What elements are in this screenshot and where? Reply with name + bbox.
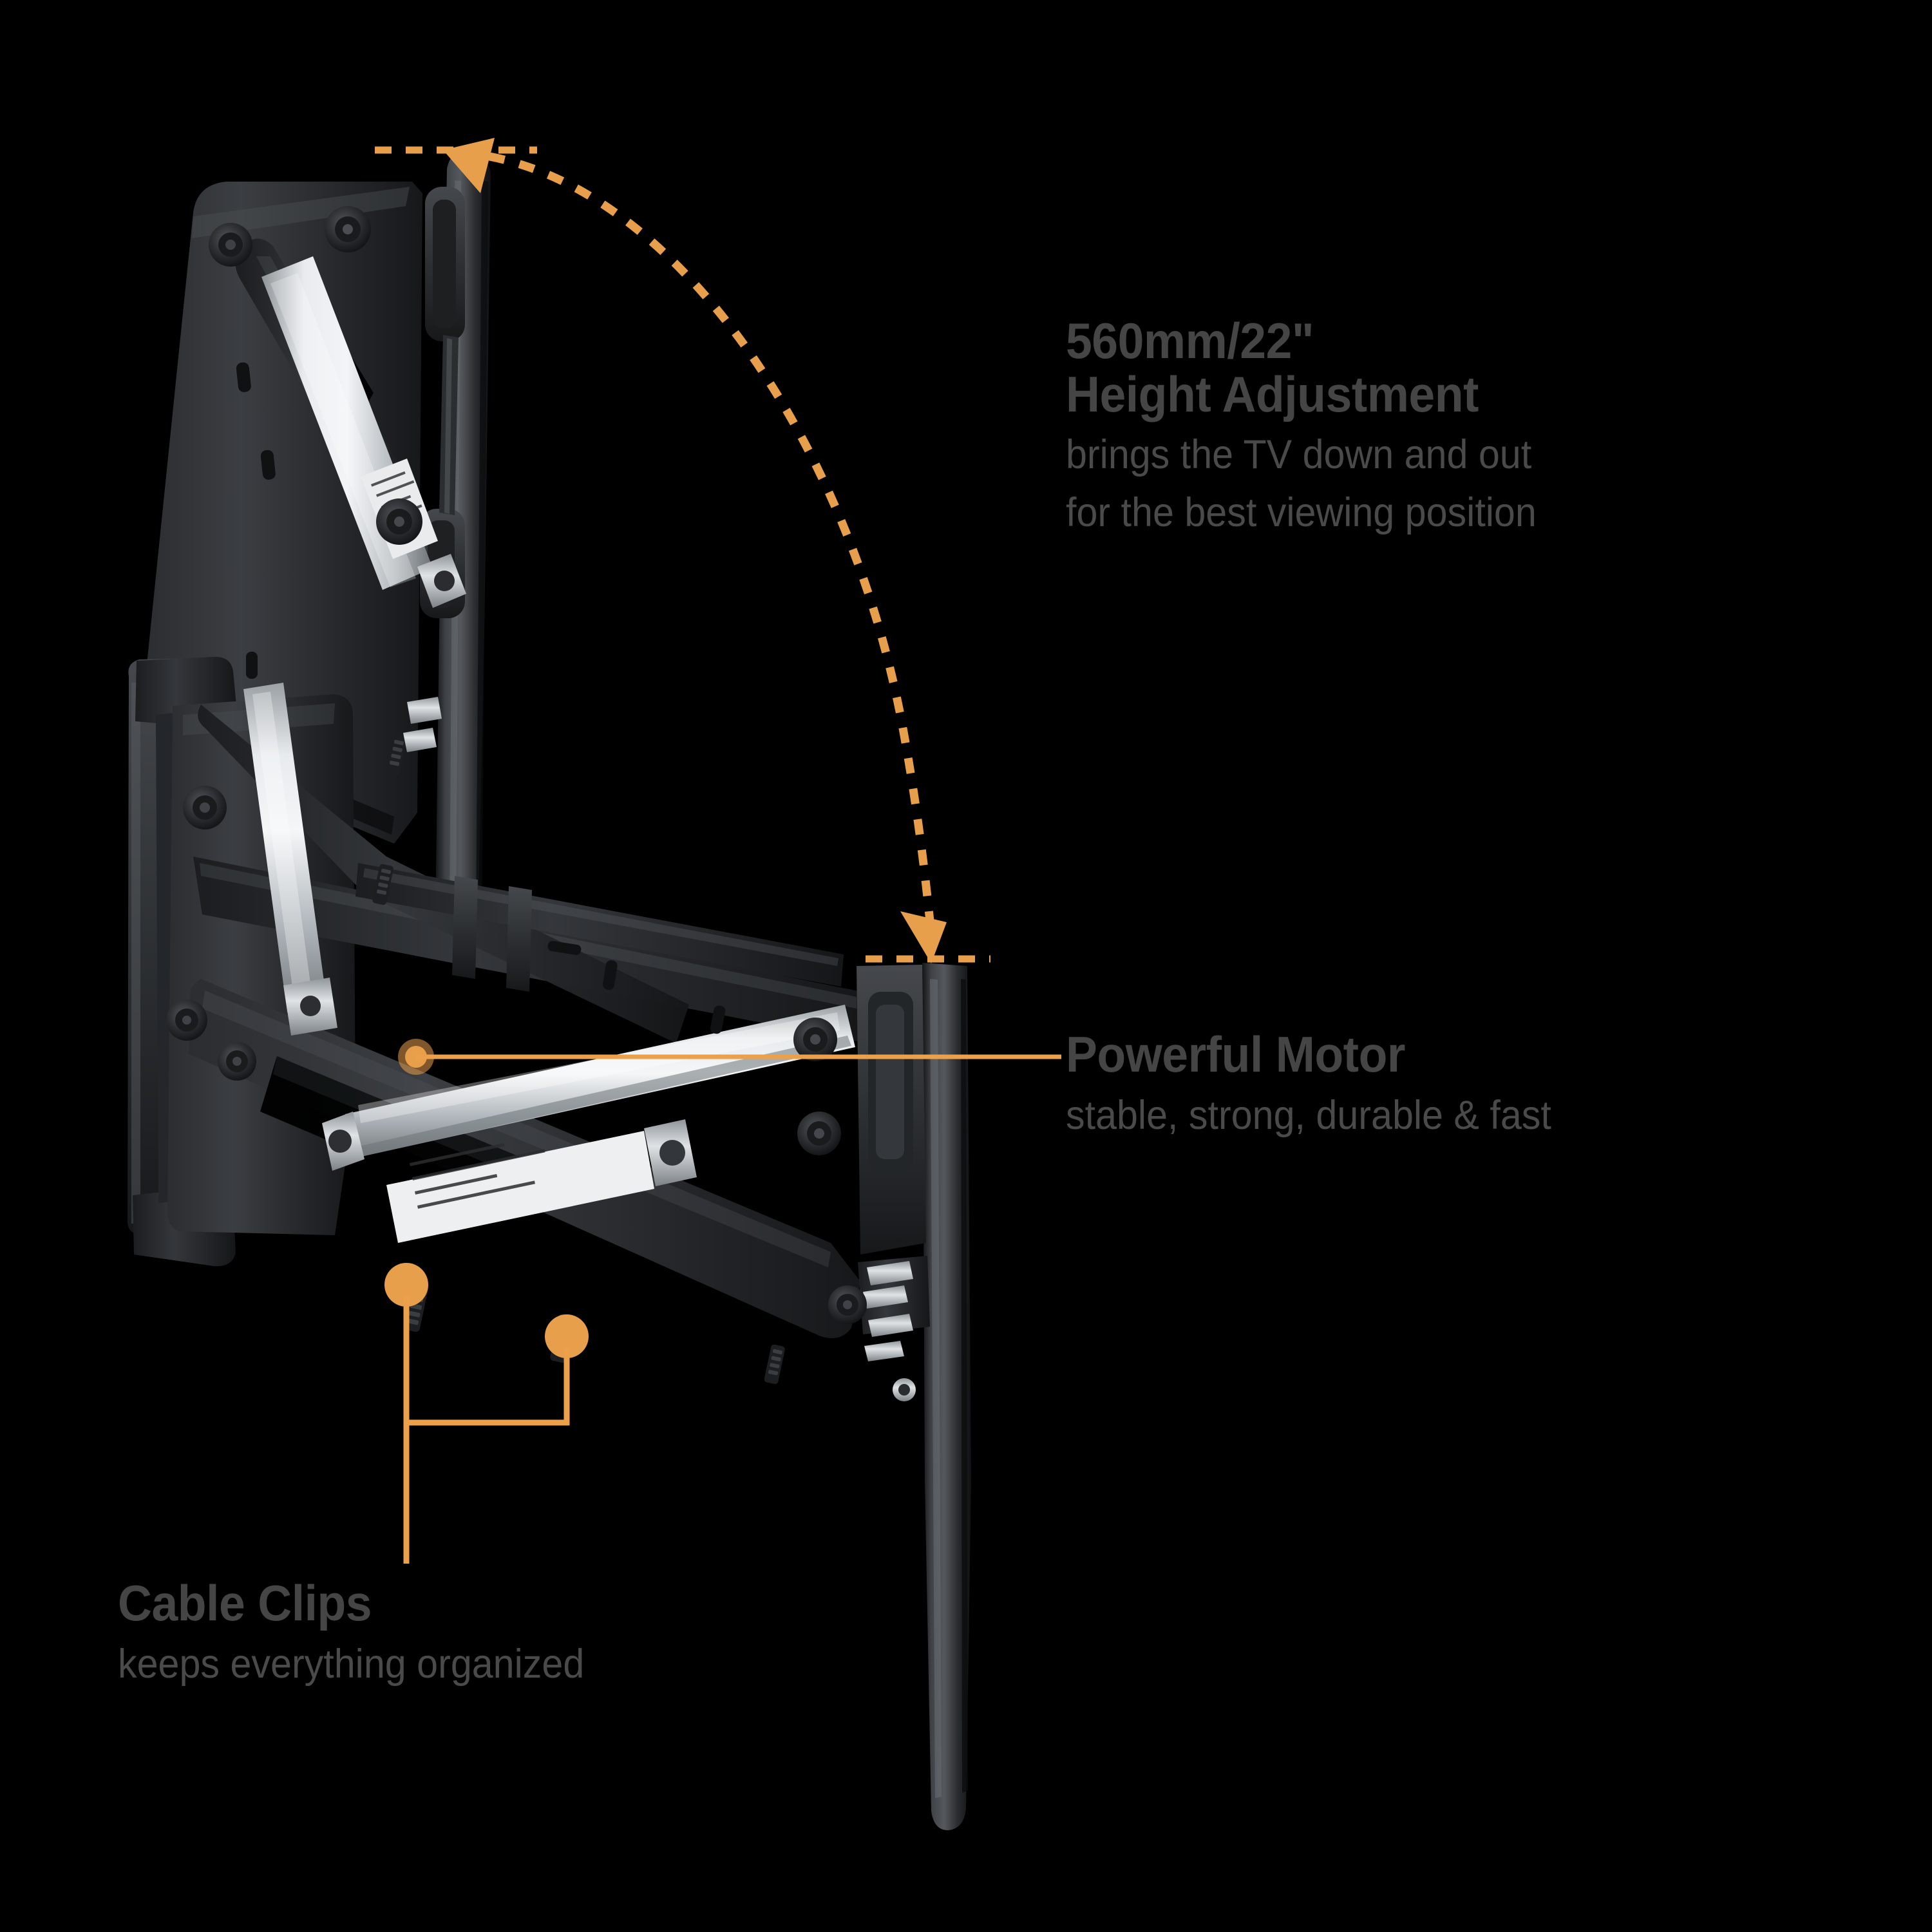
zinc-clip-upper (403, 697, 442, 752)
callout-powerful-motor: Powerful Motor stable, strong, durable &… (1066, 1026, 1582, 1141)
tv-bracket-rail-lower (922, 963, 971, 1830)
callout-cable-clips: Cable Clips keeps everything organized (118, 1575, 614, 1690)
linear-actuator-motor (322, 1005, 855, 1243)
cable-sub-line1: keeps everything organized (118, 1642, 585, 1687)
mount-assembly (127, 151, 971, 1830)
motor-heading-line1: Powerful Motor (1066, 1026, 1406, 1083)
secondary-strut (243, 683, 337, 1036)
height-sub-line1: brings the TV down and out (1066, 431, 1532, 477)
callout-height-adjustment: 560mm/22" Height Adjustment brings the T… (1066, 314, 1566, 538)
cable-heading-line1: Cable Clips (118, 1575, 372, 1631)
right-pivot-cluster (857, 965, 930, 1401)
diagonal-brace (198, 705, 689, 1043)
slot-details (236, 362, 726, 1034)
product-photo (127, 151, 971, 1830)
height-sub-line2: for the best viewing position (1066, 490, 1537, 536)
motor-sub-line1: stable, strong, durable & fast (1066, 1093, 1551, 1139)
height-heading-line1: 560mm/22" (1066, 312, 1314, 369)
pivot-bolts (166, 206, 867, 1324)
height-heading-line2: Height Adjustment (1066, 366, 1479, 423)
